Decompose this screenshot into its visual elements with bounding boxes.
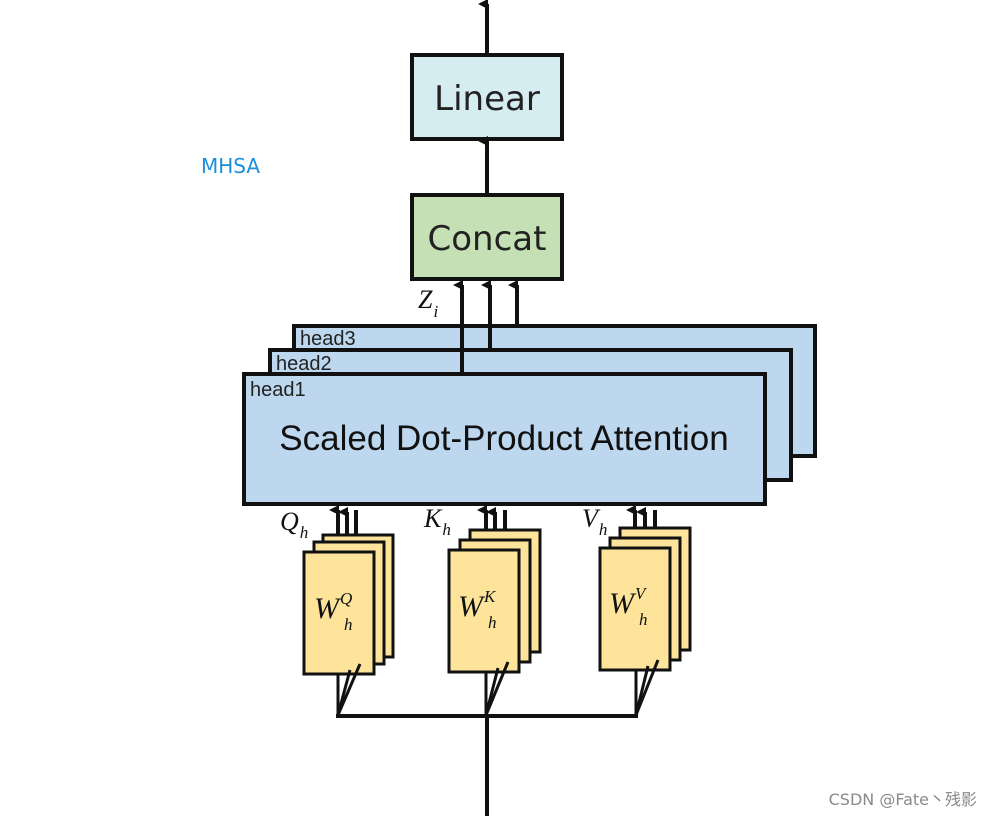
head3-label: head3 bbox=[300, 328, 356, 350]
linear-box: Linear bbox=[410, 53, 564, 141]
q-label: Qh bbox=[280, 507, 308, 542]
concat-box: Concat bbox=[410, 193, 564, 281]
wk-sub: h bbox=[488, 613, 497, 632]
diagram-caption: MHSA bbox=[201, 154, 261, 178]
k-label: Kh bbox=[423, 504, 451, 539]
wv-sub: h bbox=[639, 610, 648, 629]
wk-label: WK bbox=[458, 587, 497, 623]
concat-label: Concat bbox=[428, 219, 547, 259]
wv-stack: WV h Vh bbox=[582, 504, 692, 716]
linear-label: Linear bbox=[434, 79, 540, 119]
z-label: Zi bbox=[418, 285, 438, 321]
wq-stack: WQ h Qh bbox=[280, 505, 395, 716]
sdpa-label: Scaled Dot-Product Attention bbox=[279, 419, 728, 458]
wq-sub: h bbox=[344, 615, 353, 634]
head2-label: head2 bbox=[276, 353, 332, 375]
v-label: Vh bbox=[582, 504, 607, 539]
head1-label: head1 bbox=[250, 379, 306, 401]
wk-stack: WK h Kh bbox=[423, 504, 542, 716]
head1-box: head1 Scaled Dot-Product Attention bbox=[242, 372, 767, 506]
wv-label: WV bbox=[609, 584, 648, 620]
watermark: CSDN @Fate丶残影 bbox=[828, 790, 977, 809]
wq-label: WQ bbox=[314, 589, 352, 625]
